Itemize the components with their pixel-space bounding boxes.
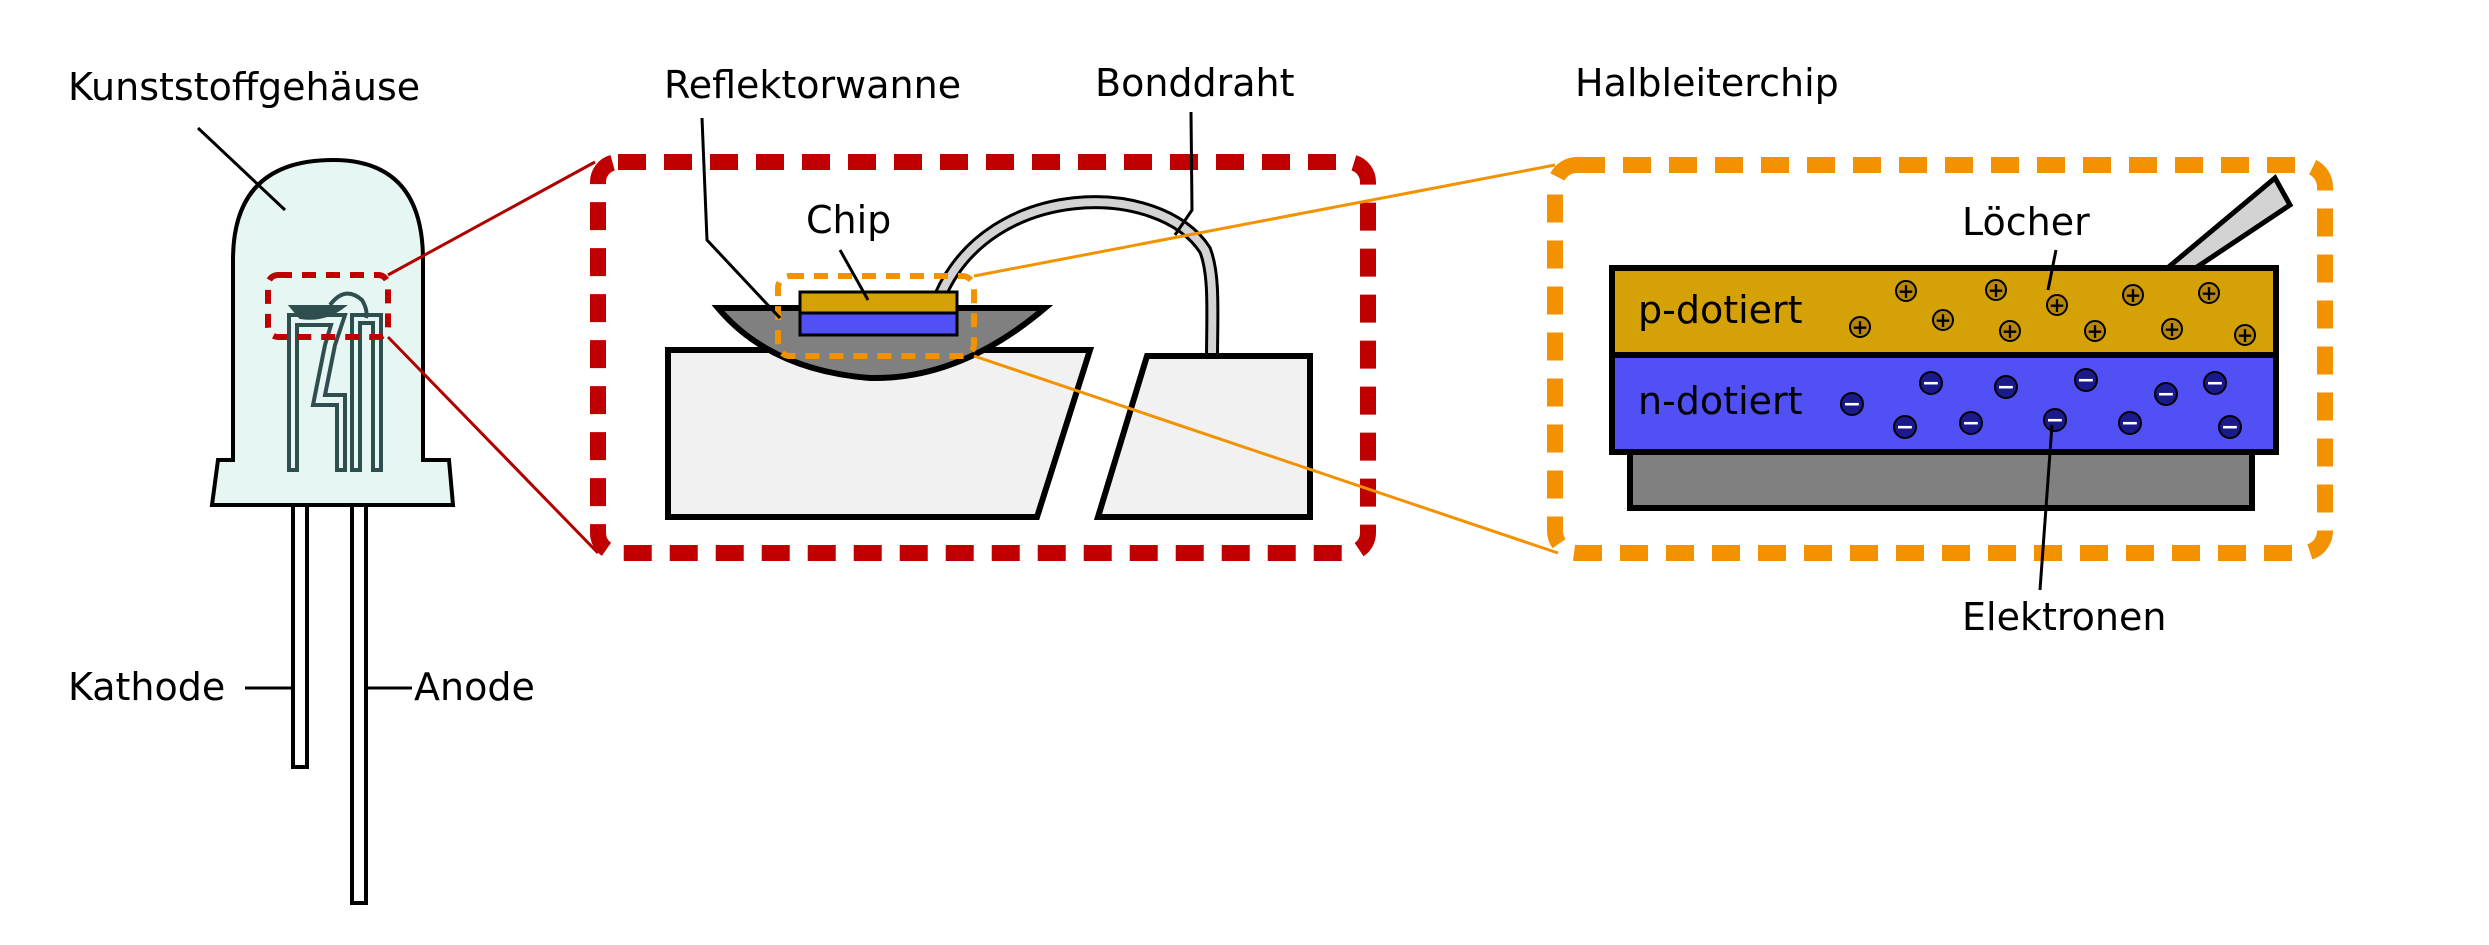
svg-text:−: −: [2206, 371, 2224, 396]
hole-marker: +: [2198, 281, 2220, 305]
hole-marker: +: [1932, 308, 1954, 332]
electron-marker: −: [1893, 415, 1917, 440]
hole-marker: +: [2234, 323, 2256, 347]
bondwire-leader: [1173, 111, 1194, 236]
cathode-frame: [287, 313, 348, 472]
electron-marker: −: [1959, 411, 1983, 436]
svg-text:−: −: [1922, 371, 1940, 396]
housing-leader: [196, 126, 287, 212]
svg-text:−: −: [1997, 375, 2015, 400]
holes-group: + + + + + + + + + + +: [1849, 278, 2256, 347]
anode-label: Anode: [414, 665, 535, 709]
n-doped-label: n-dotiert: [1638, 379, 1803, 423]
bondwire-label: Bonddraht: [1095, 61, 1295, 105]
p-doped-label: p-dotiert: [1638, 288, 1803, 332]
hole-marker: +: [1849, 315, 1871, 339]
anode-frame: [350, 313, 383, 472]
housing-label: Kunststoffgehäuse: [68, 65, 420, 109]
svg-text:+: +: [2201, 281, 2218, 305]
svg-text:+: +: [1852, 315, 1869, 339]
hole-marker: +: [2046, 293, 2068, 317]
semiconductor-detail: + + + + + + + + + + + − − − − − − − − − …: [1547, 61, 2333, 639]
reflector-leader: [700, 117, 782, 320]
svg-text:+: +: [2049, 293, 2066, 317]
svg-text:−: −: [1962, 411, 1980, 436]
electron-marker: −: [1994, 375, 2018, 400]
chip-p-layer: [798, 290, 959, 315]
semiconductor-label: Halbleiterchip: [1575, 61, 1839, 105]
hole-marker: +: [1985, 278, 2007, 302]
electron-marker: −: [1840, 392, 1864, 417]
cathode-label: Kathode: [68, 665, 225, 709]
hole-marker: +: [2122, 283, 2144, 307]
electron-marker: −: [2218, 415, 2242, 440]
electrons-leader: [2038, 424, 2054, 591]
hole-marker: +: [1895, 279, 1917, 303]
hole-marker: +: [2084, 319, 2106, 343]
electrons-label: Elektronen: [1962, 595, 2166, 639]
svg-text:−: −: [2157, 382, 2175, 407]
svg-text:+: +: [2002, 319, 2019, 343]
svg-text:+: +: [2164, 317, 2181, 341]
electron-marker: −: [2074, 368, 2098, 393]
svg-text:−: −: [1843, 392, 1861, 417]
reflector-detail: Reflektorwanne Chip Bonddraht: [590, 61, 1376, 561]
svg-text:+: +: [1898, 279, 1915, 303]
svg-text:+: +: [1935, 308, 1952, 332]
svg-text:+: +: [2087, 319, 2104, 343]
n-doped-layer: [1609, 352, 2279, 455]
hole-marker: +: [1999, 319, 2021, 343]
chip-detail-frame: [1547, 157, 2333, 561]
electron-marker: −: [2203, 371, 2227, 396]
svg-text:−: −: [1896, 415, 1914, 440]
chip-connector-bottom: [973, 354, 1559, 555]
chip-connector-top: [973, 163, 1556, 278]
semiconductor-bondwire: [2159, 174, 2294, 278]
led-bondwire-icon: [328, 291, 369, 319]
anode-body: [1093, 353, 1313, 520]
zoom-connector-bottom: [386, 335, 600, 555]
holes-leader: [2046, 249, 2058, 291]
reflector-label: Reflektorwanne: [664, 63, 961, 107]
zoom-connector-top: [387, 160, 596, 277]
chip-label: Chip: [806, 198, 891, 242]
svg-text:−: −: [2121, 411, 2139, 436]
chip-n-layer: [798, 311, 959, 337]
hole-marker: +: [2161, 317, 2183, 341]
svg-text:−: −: [2046, 408, 2064, 433]
led-cup-icon: [287, 305, 348, 320]
svg-text:+: +: [1988, 278, 2005, 302]
led-detail-frame: [590, 154, 1376, 561]
svg-text:−: −: [2077, 368, 2095, 393]
electron-marker: −: [2118, 411, 2142, 436]
holes-label: Löcher: [1962, 200, 2090, 244]
svg-text:−: −: [2221, 415, 2239, 440]
electron-marker: −: [1919, 371, 1943, 396]
led-overview: Kunststoffgehäuse Kathode Anode: [68, 65, 535, 905]
svg-text:+: +: [2237, 323, 2254, 347]
electron-marker: −: [2043, 408, 2067, 433]
anode-lead: [350, 468, 368, 905]
led-zoom-marker: [265, 272, 391, 340]
chip-leader: [838, 249, 870, 301]
plastic-housing: [209, 157, 456, 507]
svg-text:+: +: [2125, 283, 2142, 307]
electron-marker: −: [2154, 382, 2178, 407]
electrons-group: − − − − − − − − − − −: [1840, 368, 2242, 440]
cathode-lead: [291, 468, 309, 769]
